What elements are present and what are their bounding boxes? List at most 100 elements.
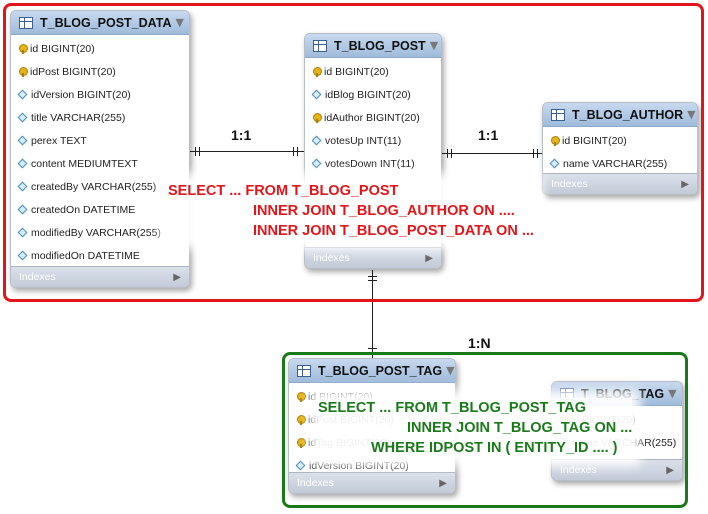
column-row[interactable]: id BIGINT(20) [11,37,189,60]
one-marker [368,280,377,281]
column-row[interactable]: idVersion BIGINT(20) [289,454,455,477]
one-marker [537,149,538,158]
one-marker [368,276,377,277]
column-label: modifiedBy VARCHAR(255) [31,226,161,239]
column-label: createdOn DATETIME [31,203,136,216]
one-marker [293,147,294,156]
highlight-frame-green [282,352,688,508]
table-header[interactable]: T_BLOG_POST_TAG ▼ [289,359,455,383]
column-label: title VARCHAR(255) [31,111,126,124]
indexes-bar[interactable]: Indexes ▶ [11,266,189,287]
column-list: id BIGINT(20) idBlog BIGINT(20) idAuthor B… [305,58,441,175]
key-icon [19,66,28,77]
key-icon [297,391,306,402]
one-marker [451,149,452,158]
column-row[interactable]: idPost BIGINT(20) [11,60,189,83]
one-marker [368,348,377,349]
column-row[interactable]: modifiedOn DATETIME [11,244,189,267]
table-icon [551,108,565,121]
column-row[interactable]: id BIGINT(20) [543,129,697,152]
one-marker [199,147,200,156]
highlight-frame-red [3,3,704,302]
column-row[interactable]: content MEDIUMTEXT [11,152,189,175]
column-row[interactable]: idVersion BIGINT(20) [11,83,189,106]
collapse-arrow-icon[interactable]: ▼ [446,364,455,377]
column-label: perex TEXT [31,134,87,147]
column-label: name VARCHAR(255) [563,157,668,170]
key-icon [313,112,322,123]
table-icon [313,39,327,52]
cardinality-label: 1:1 [231,127,252,143]
collapse-arrow-icon[interactable]: ▼ [429,39,439,52]
sql-line: INNER JOIN T_BLOG_TAG ON ... [407,420,633,436]
table-t-blog-post-data[interactable]: T_BLOG_POST_DATA ▼ id BIGINT(20) idPost B… [10,10,190,288]
relation-line-post-author [441,153,543,154]
key-icon [19,43,28,54]
key-icon [313,66,322,77]
table-header[interactable]: T_BLOG_POST_DATA ▼ [11,11,189,35]
relation-line-post-data-post [189,151,304,152]
indexes-bar[interactable]: Indexes ▶ [305,247,441,268]
column-label: votesUp INT(11) [325,134,402,147]
indexes-bar[interactable]: Indexes ▶ [289,472,455,493]
table-icon [19,16,33,29]
table-name: T_BLOG_TAG [581,386,665,401]
column-label: idVersion BIGINT(20) [31,88,131,101]
column-label: id BIGINT(20) [30,42,95,55]
sql-line: INNER JOIN T_BLOG_POST_DATA ON ... [253,223,534,239]
column-label: createdBy VARCHAR(255) [31,180,157,193]
table-header[interactable]: T_BLOG_POST ▼ [305,34,441,58]
indexes-label: Indexes [19,271,56,283]
sql-annotation-tags: SELECT ... FROM T_BLOG_POST_TAG INNER JO… [318,398,633,458]
table-header[interactable]: T_BLOG_AUTHOR ▼ [543,103,697,127]
cardinality-label: 1:N [468,335,491,351]
column-row[interactable]: createdBy VARCHAR(255) [11,175,189,198]
column-row[interactable]: modifiedBy VARCHAR(255) [11,221,189,244]
expand-arrow-icon[interactable]: ▶ [173,271,181,283]
sql-line: SELECT ... FROM T_BLOG_POST_TAG [318,400,587,416]
key-icon [297,437,306,448]
expand-arrow-icon[interactable]: ▶ [681,178,689,190]
sql-line: WHERE IDPOST IN ( ENTITY_ID .... ) [371,440,618,456]
column-row[interactable]: id BIGINT(20) [305,60,441,83]
column-row[interactable]: votesUp INT(11) [305,129,441,152]
column-row[interactable]: idAuthor BIGINT(20) [305,106,441,129]
column-label: idVersion BIGINT(20) [309,459,409,472]
indexes-label: Indexes [560,464,597,476]
one-marker [533,149,534,158]
collapse-arrow-icon[interactable]: ▼ [687,108,696,121]
column-label: content MEDIUMTEXT [31,157,138,170]
column-row[interactable]: idBlog BIGINT(20) [305,83,441,106]
table-name: T_BLOG_POST [334,38,426,53]
sql-line: INNER JOIN T_BLOG_AUTHOR ON .... [253,203,515,219]
indexes-label: Indexes [297,477,334,489]
column-label: idBlog BIGINT(20) [325,88,411,101]
expand-arrow-icon[interactable]: ▶ [425,252,433,264]
expand-arrow-icon[interactable]: ▶ [439,477,447,489]
table-t-blog-author[interactable]: T_BLOG_AUTHOR ▼ id BIGINT(20) name VARCHA… [542,102,698,195]
column-label: modifiedOn DATETIME [31,249,140,262]
key-icon [297,414,306,425]
indexes-bar[interactable]: Indexes ▶ [552,459,682,480]
column-row[interactable]: createdOn DATETIME [11,198,189,221]
collapse-arrow-icon[interactable]: ▼ [175,16,184,29]
column-row[interactable]: votesDown INT(11) [305,152,441,175]
column-label: id BIGINT(20) [562,134,627,147]
column-label: votesDown INT(11) [325,157,415,170]
one-marker [447,149,448,158]
table-name: T_BLOG_AUTHOR [572,107,684,122]
indexes-bar[interactable]: Indexes ▶ [543,173,697,194]
column-label: idPost BIGINT(20) [30,65,116,78]
column-row[interactable]: perex TEXT [11,129,189,152]
expand-arrow-icon[interactable]: ▶ [666,464,674,476]
key-icon [551,135,560,146]
indexes-label: Indexes [313,252,350,264]
column-label: id BIGINT(20) [324,65,389,78]
collapse-arrow-icon[interactable]: ▼ [668,387,677,400]
column-list: id BIGINT(20) idPost BIGINT(20) idVersion … [11,35,189,267]
table-name: T_BLOG_POST_DATA [40,15,172,30]
column-row[interactable]: title VARCHAR(255) [11,106,189,129]
column-row[interactable]: name VARCHAR(255) [543,152,697,175]
relation-line-post-post-tag [372,270,373,360]
column-label: idAuthor BIGINT(20) [324,111,420,124]
